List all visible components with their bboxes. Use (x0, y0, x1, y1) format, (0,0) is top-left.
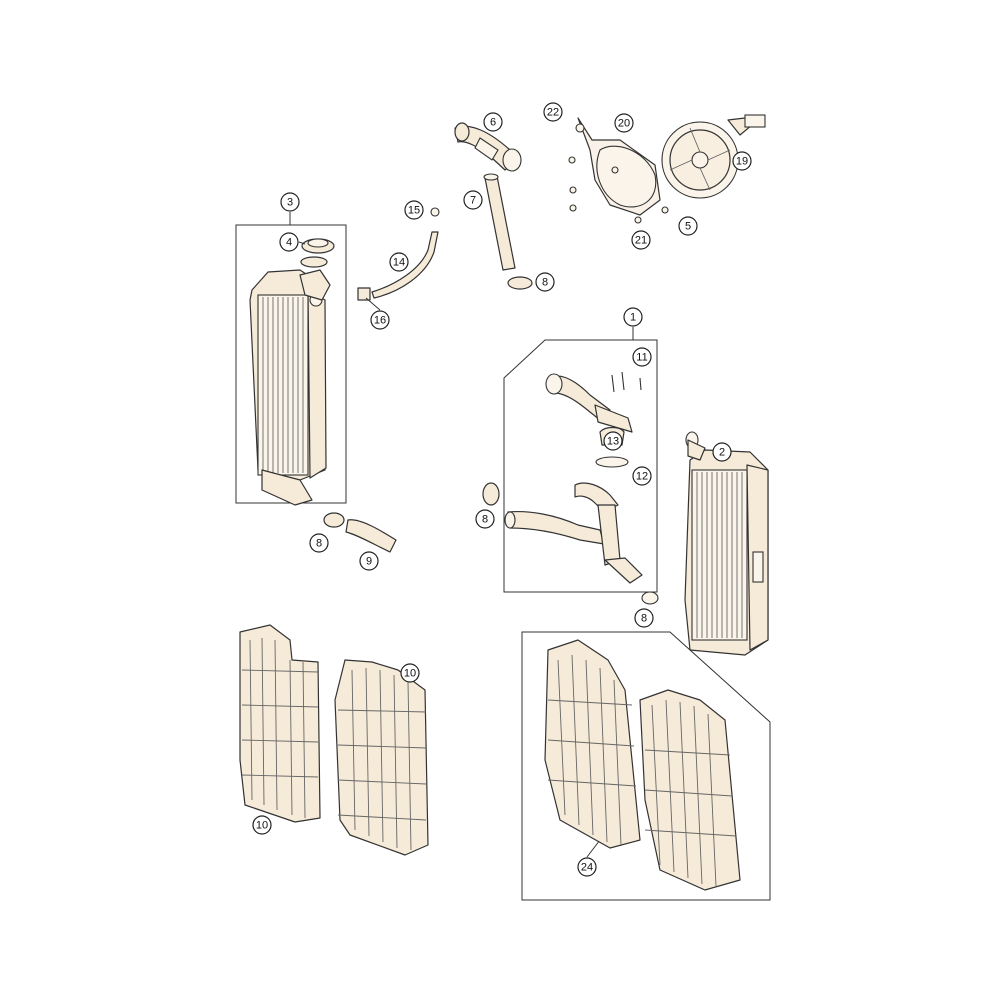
callout-number: 19 (736, 156, 748, 168)
callout-c8d: 8 (634, 608, 654, 628)
callout-circle (631, 230, 651, 250)
radiator-left (235, 212, 347, 506)
callout-circle (483, 112, 503, 132)
callout-circle (543, 102, 563, 122)
fan-bracket (568, 117, 669, 224)
callout-c19: 19 (732, 151, 752, 171)
callout-circle (400, 663, 420, 683)
cooling-fan (661, 114, 766, 199)
callout-c5: 5 (678, 216, 698, 236)
callout-circle (634, 608, 654, 628)
radiator-cap (298, 238, 335, 268)
lower-hose (323, 512, 659, 605)
callout-number: 4 (286, 237, 292, 249)
callout-circle (577, 857, 597, 877)
callout-number: 2 (719, 447, 725, 459)
callout-number: 8 (482, 514, 488, 526)
callout-number: 12 (636, 471, 648, 483)
callout-circle (712, 442, 732, 462)
radiator-guard-left (239, 624, 321, 823)
callout-circle (614, 113, 634, 133)
callout-number: 11 (636, 352, 647, 364)
callout-circle (389, 252, 409, 272)
callout-number: 5 (685, 221, 691, 233)
callout-c2: 2 (712, 442, 732, 462)
callout-number: 8 (542, 277, 548, 289)
callout-c1: 1 (623, 307, 643, 327)
callout-circle (732, 151, 752, 171)
callout-circle (535, 272, 555, 292)
callout-c15: 15 (404, 200, 424, 220)
callout-number: 8 (641, 613, 647, 625)
callout-circle (632, 466, 652, 486)
callout-number: 10 (404, 668, 416, 680)
callout-number: 7 (470, 195, 476, 207)
callout-c11: 11 (632, 347, 652, 367)
callout-c3: 3 (280, 192, 300, 212)
hose-clamp-kit (482, 482, 500, 506)
callout-circle (404, 200, 424, 220)
callout-circle (475, 509, 495, 529)
callout-number: 13 (607, 436, 619, 448)
callout-number: 1 (630, 312, 636, 324)
callout-number: 24 (581, 862, 593, 874)
overflow-hose (357, 207, 440, 311)
callout-circle (309, 533, 329, 553)
callout-number: 3 (287, 197, 293, 209)
callout-number: 10 (256, 820, 268, 832)
callout-c21: 21 (631, 230, 651, 250)
callout-number: 20 (618, 118, 630, 130)
callout-c20: 20 (614, 113, 634, 133)
callout-c14: 14 (389, 252, 409, 272)
callout-c12: 12 (632, 466, 652, 486)
callout-number: 22 (547, 107, 559, 119)
callout-number: 6 (490, 117, 496, 129)
callout-c13: 13 (603, 431, 623, 451)
callout-circle (359, 551, 379, 571)
callout-circle (463, 190, 483, 210)
callout-c8a: 8 (535, 272, 555, 292)
callout-c4: 4 (279, 232, 299, 252)
radiator-guard-right (334, 659, 429, 856)
callout-c24: 24 (577, 857, 597, 877)
callout-c8c: 8 (309, 533, 329, 553)
callout-number: 9 (366, 556, 372, 568)
callout-c8b: 8 (475, 509, 495, 529)
callout-c9: 9 (359, 551, 379, 571)
radiator-right (684, 431, 769, 656)
callout-number: 8 (316, 538, 322, 550)
callout-circle (280, 192, 300, 212)
callout-number: 15 (408, 205, 420, 217)
callout-c7: 7 (463, 190, 483, 210)
radiator-guard-kit (521, 631, 771, 901)
callout-circle (632, 347, 652, 367)
callout-circle (370, 310, 390, 330)
callout-c6: 6 (483, 112, 503, 132)
callout-circle (279, 232, 299, 252)
callout-circle (623, 307, 643, 327)
thermostat-hose-kit (503, 327, 658, 593)
coolant-pipe (483, 173, 533, 290)
callout-c10a: 10 (400, 663, 420, 683)
callout-circle (678, 216, 698, 236)
callout-circle (252, 815, 272, 835)
callout-number: 21 (635, 235, 647, 247)
callout-c16: 16 (370, 310, 390, 330)
coolant-hose-upper (454, 122, 522, 172)
callout-c10b: 10 (252, 815, 272, 835)
callout-circle (603, 431, 623, 451)
callout-number: 14 (393, 257, 405, 269)
callout-c22: 22 (543, 102, 563, 122)
callout-number: 16 (374, 315, 386, 327)
